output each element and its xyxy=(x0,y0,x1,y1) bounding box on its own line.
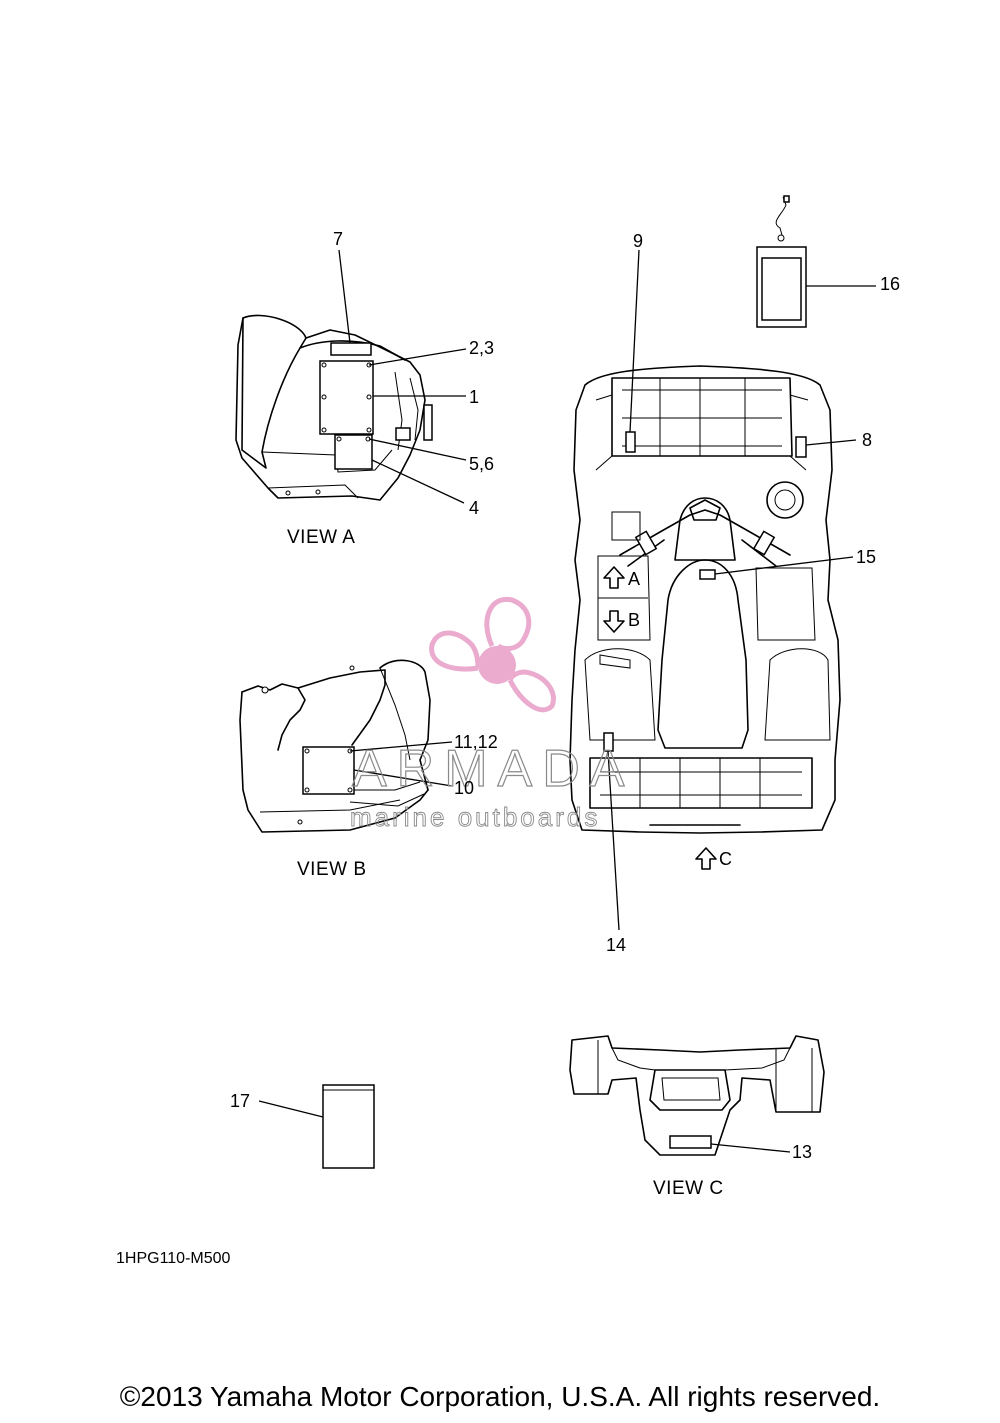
callout-15: 15 xyxy=(856,547,876,567)
callout-14: 14 xyxy=(606,935,626,955)
atv-leaders xyxy=(607,249,857,931)
watermark-brand: ARMADA xyxy=(352,740,634,798)
diagram-code: 1HPG110-M500 xyxy=(116,1250,231,1267)
view-c-caption: VIEW C xyxy=(653,1178,724,1199)
copyright-notice: ©2013 Yamaha Motor Corporation, U.S.A. A… xyxy=(120,1381,880,1412)
arrow-label-a: A xyxy=(628,569,640,589)
arrow-label-b: B xyxy=(628,610,640,630)
callout-5-6: 5,6 xyxy=(469,454,494,474)
atv-top-view xyxy=(569,365,841,870)
view-a-leaders xyxy=(338,249,467,504)
view-a-caption: VIEW A xyxy=(287,527,355,548)
view-b-leaders xyxy=(349,741,453,787)
callout-11-12: 11,12 xyxy=(454,732,498,752)
callout-7: 7 xyxy=(333,229,343,249)
view-b-caption: VIEW B xyxy=(297,859,367,880)
callout-13: 13 xyxy=(792,1142,812,1162)
callout-1: 1 xyxy=(469,387,479,407)
manual-booklet xyxy=(258,1084,375,1169)
view-c-front-panel xyxy=(569,1035,825,1156)
callout-16: 16 xyxy=(880,274,900,294)
callout-10: 10 xyxy=(454,778,474,798)
watermark-tagline: marine outboards xyxy=(350,802,600,832)
callout-4: 4 xyxy=(469,498,479,518)
callout-9: 9 xyxy=(633,231,643,251)
callout-17: 17 xyxy=(230,1091,250,1111)
view-b-fender xyxy=(239,659,431,833)
arrow-label-c: C xyxy=(719,849,732,869)
view-a-fender xyxy=(235,314,433,501)
hang-tag xyxy=(756,195,876,328)
propeller-logo-icon xyxy=(429,596,556,713)
callout-2-3: 2,3 xyxy=(469,338,494,358)
callout-8: 8 xyxy=(862,430,872,450)
